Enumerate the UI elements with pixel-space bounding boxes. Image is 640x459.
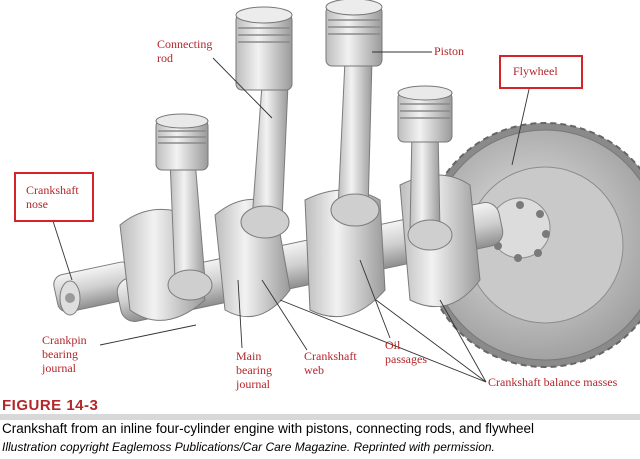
crankshaft-nose-highlight-box <box>14 172 94 222</box>
label-oil-passages-line2: passages <box>385 352 427 366</box>
crankshaft-illustration <box>51 0 640 383</box>
label-crankshaft-nose: Crankshaft nose <box>26 183 79 211</box>
label-crankpin-line1: Crankpin <box>42 333 87 347</box>
label-crankpin-line2: bearing <box>42 347 78 361</box>
label-oil-passages-line1: Oil <box>385 338 401 352</box>
label-connecting-rod-line2: rod <box>157 51 173 65</box>
flywheel-highlight-box <box>499 55 583 89</box>
label-connecting-rod: Connecting rod <box>157 37 212 65</box>
label-crankshaft-balance-masses: Crankshaft balance masses <box>488 375 618 389</box>
leader-lines <box>51 51 531 383</box>
figure-title: FIGURE 14-3 <box>2 397 99 414</box>
label-main-bearing-journal: Main bearing journal <box>236 349 272 391</box>
label-oil-passages: Oil passages <box>385 338 427 366</box>
label-crankshaft-nose-line1: Crankshaft <box>26 183 79 197</box>
label-main-bearing-line1: Main <box>236 349 262 363</box>
label-crankshaft-web-line2: web <box>304 363 324 377</box>
label-crankshaft-web: Crankshaft web <box>304 349 357 377</box>
label-crankshaft-nose-line2: nose <box>26 197 48 211</box>
label-crankpin-line3: journal <box>42 361 76 375</box>
label-main-bearing-line2: bearing <box>236 363 272 377</box>
figure-credit: Illustration copyright Eaglemoss Publica… <box>2 440 495 454</box>
figure-divider <box>0 414 640 420</box>
figure-caption: Crankshaft from an inline four-cylinder … <box>2 421 535 436</box>
label-piston: Piston <box>434 44 465 58</box>
label-connecting-rod-line1: Connecting <box>157 37 213 51</box>
flywheel <box>422 122 640 368</box>
label-crankpin-bearing-journal: Crankpin bearing journal <box>42 333 87 375</box>
connecting-rods <box>167 59 453 301</box>
pistons <box>155 0 453 171</box>
label-main-bearing-line3: journal <box>236 377 270 391</box>
label-flywheel: Flywheel <box>513 64 558 78</box>
label-crankshaft-web-line1: Crankshaft <box>304 349 357 363</box>
